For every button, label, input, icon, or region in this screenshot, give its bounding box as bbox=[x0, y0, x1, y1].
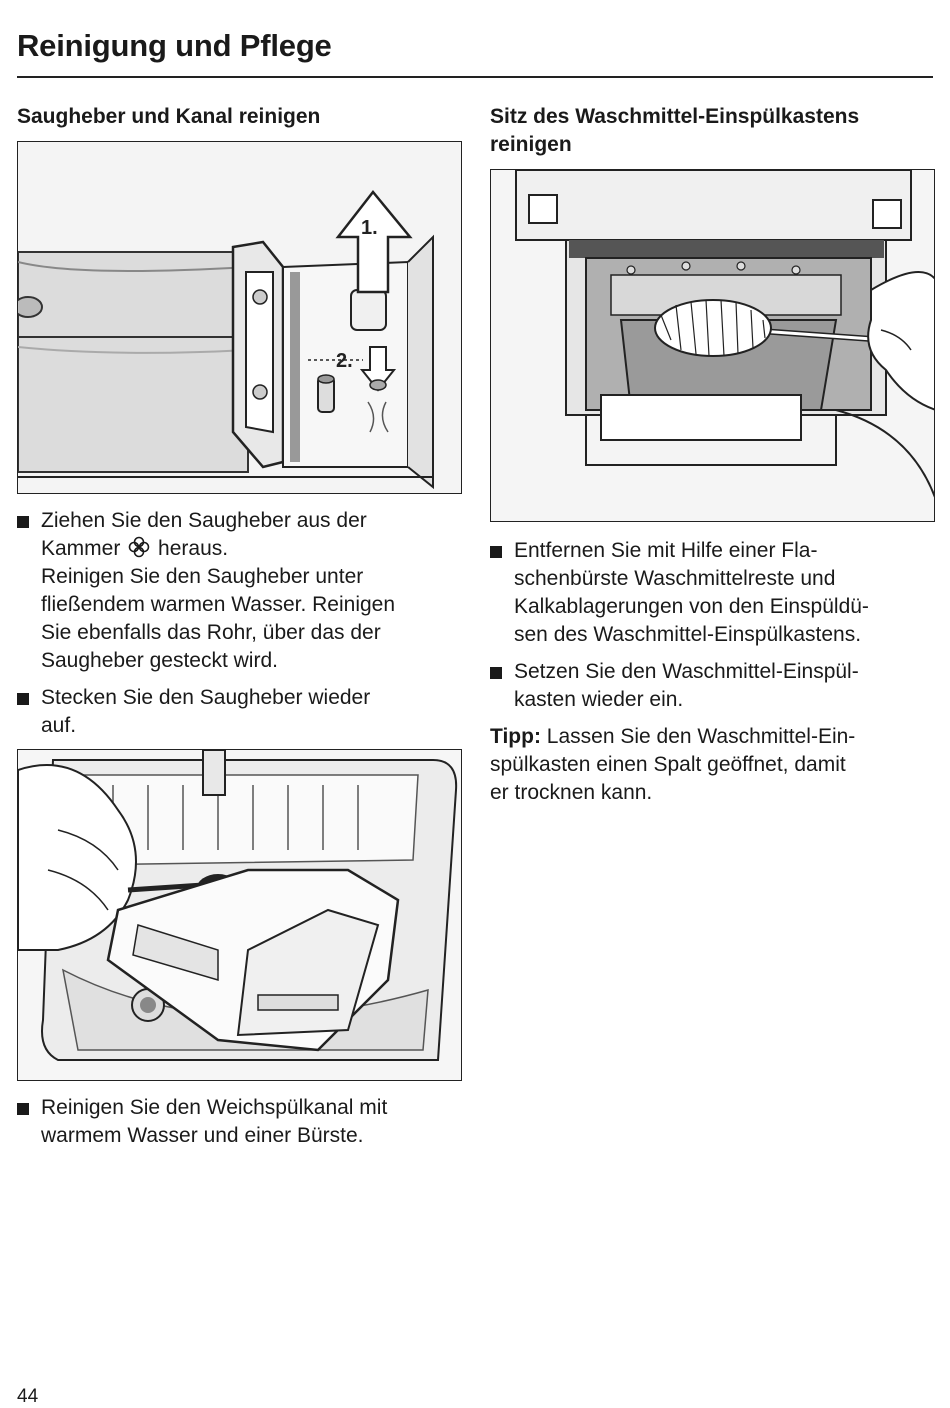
channel-brush-illustration bbox=[17, 749, 462, 1081]
page-title: Reinigung und Pflege bbox=[17, 28, 332, 63]
dispenser-seat-illustration bbox=[490, 169, 935, 522]
list-item: Setzen Sie den Waschmittel-Einspül- kast… bbox=[490, 658, 935, 714]
bullet-square-icon bbox=[490, 667, 502, 679]
step-1-label: 1. bbox=[361, 217, 378, 239]
page-number: 44 bbox=[17, 1386, 39, 1407]
section-heading-saugheber: Saugheber und Kanal reinigen bbox=[17, 105, 321, 128]
title-divider bbox=[17, 76, 933, 78]
list-item: Entfernen Sie mit Hilfe einer Fla- schen… bbox=[490, 537, 935, 649]
tip-paragraph: Tipp: Lassen Sie den Waschmittel-Ein- sp… bbox=[490, 725, 856, 804]
list-item: Reinigen Sie den Weichspülkanal mit warm… bbox=[17, 1094, 462, 1150]
bullet-square-icon bbox=[17, 693, 29, 705]
tip-label: Tipp: bbox=[490, 725, 541, 748]
right-column: Sitz des Waschmittel-Einspülkastens rein… bbox=[490, 103, 935, 807]
left-column: Saugheber und Kanal reinigen bbox=[17, 103, 462, 1159]
list-item: Ziehen Sie den Saugheber aus der Kammer … bbox=[17, 507, 462, 675]
siphon-removal-illustration: 1. 2. bbox=[17, 141, 462, 494]
instructions-list-channel: Reinigen Sie den Weichspülkanal mit warm… bbox=[17, 1094, 462, 1150]
list-item: Stecken Sie den Saugheber wieder auf. bbox=[17, 684, 462, 740]
step-2-label: 2. bbox=[336, 350, 353, 372]
section-heading-einspuelkasten: Sitz des Waschmittel-Einspülkastens rein… bbox=[490, 105, 860, 156]
instructions-list-dispenser: Entfernen Sie mit Hilfe einer Fla- schen… bbox=[490, 537, 935, 714]
instructions-list-siphon: Ziehen Sie den Saugheber aus der Kammer … bbox=[17, 507, 462, 740]
bullet-square-icon bbox=[490, 546, 502, 558]
bullet-square-icon bbox=[17, 516, 29, 528]
flower-compartment-icon bbox=[128, 536, 150, 558]
bullet-square-icon bbox=[17, 1103, 29, 1115]
